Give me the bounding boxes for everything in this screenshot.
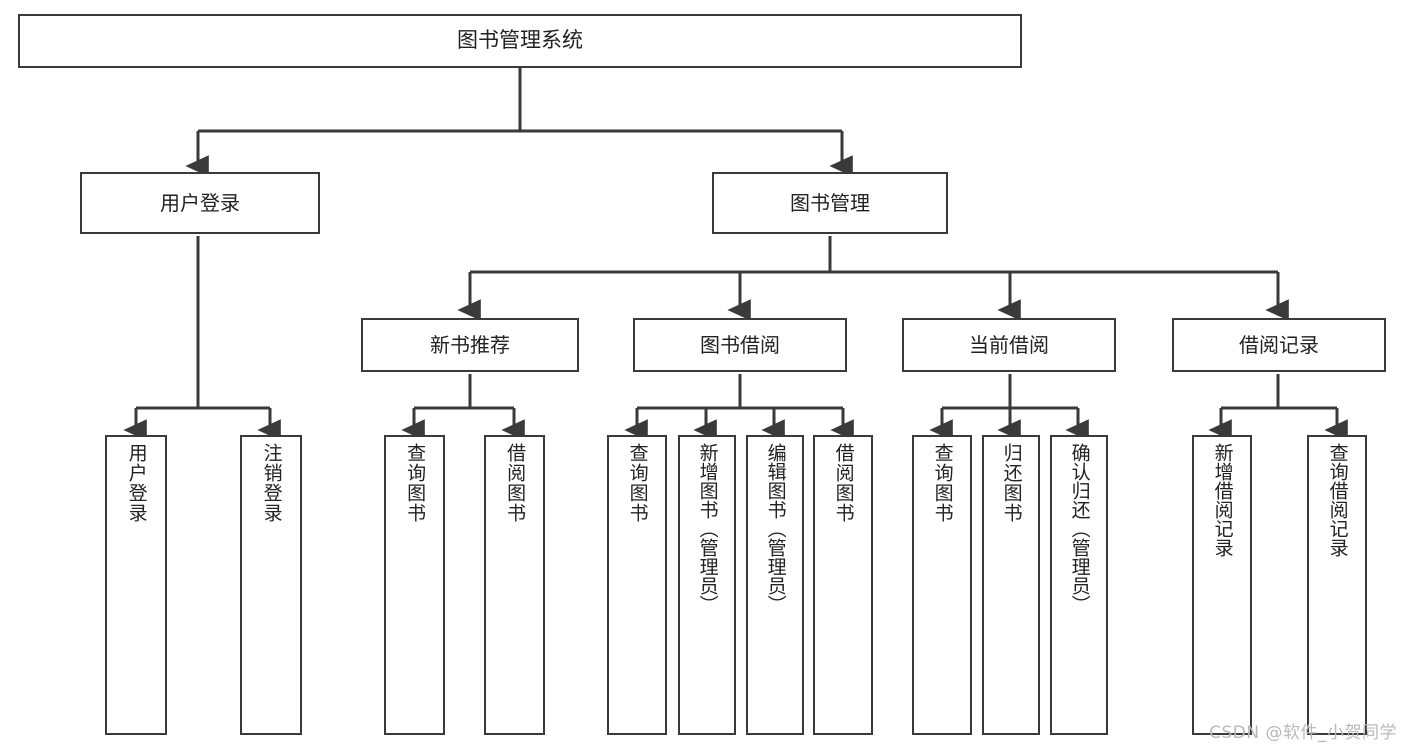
leaf-book-borrow-edit-book-admin[interactable]: 编辑图书（管理员） [746,435,804,735]
node-label: 借阅记录 [1239,332,1319,357]
watermark-text: CSDN @软件_小贺同学 [1209,723,1397,743]
node-label: 查询图书 [404,443,427,523]
node-root-book-management-system[interactable]: 图书管理系统 [18,14,1022,68]
node-label: 注销登录 [260,443,283,523]
node-label: 图书借阅 [700,332,780,357]
leaf-borrow-record-add-record[interactable]: 新增借阅记录 [1192,435,1252,735]
node-new-book-recommendation[interactable]: 新书推荐 [361,318,579,372]
node-label: 新增图书（管理员） [696,443,719,614]
node-label: 确认归还（管理员） [1068,443,1091,614]
node-book-borrow[interactable]: 图书借阅 [633,318,847,372]
leaf-book-borrow-query-book[interactable]: 查询图书 [607,435,667,735]
node-borrow-record[interactable]: 借阅记录 [1172,318,1386,372]
node-current-borrow[interactable]: 当前借阅 [902,318,1116,372]
node-label: 借阅图书 [504,443,527,523]
node-label: 图书管理 [790,190,870,215]
node-user-login[interactable]: 用户登录 [80,172,320,234]
node-label: 编辑图书（管理员） [764,443,787,614]
node-label: 新书推荐 [430,332,510,357]
node-label: 新增借阅记录 [1211,443,1234,557]
node-label: 图书管理系统 [457,28,583,53]
leaf-current-borrow-confirm-return-admin[interactable]: 确认归还（管理员） [1050,435,1108,735]
node-label: 查询图书 [931,443,954,523]
node-label: 查询借阅记录 [1326,443,1349,557]
node-label: 借阅图书 [832,443,855,523]
node-label: 归还图书 [1000,443,1023,523]
leaf-book-borrow-borrow-book[interactable]: 借阅图书 [813,435,873,735]
node-label: 当前借阅 [969,332,1049,357]
leaf-book-borrow-add-book-admin[interactable]: 新增图书（管理员） [678,435,736,735]
leaf-user-login-login[interactable]: 用户登录 [105,435,167,735]
leaf-current-borrow-return-book[interactable]: 归还图书 [982,435,1040,735]
leaf-current-borrow-query-book[interactable]: 查询图书 [912,435,972,735]
leaf-user-login-logout[interactable]: 注销登录 [240,435,302,735]
node-label: 用户登录 [160,190,240,215]
node-book-management[interactable]: 图书管理 [712,172,948,234]
leaf-new-book-borrow-book[interactable]: 借阅图书 [484,435,545,735]
leaf-borrow-record-query-record[interactable]: 查询借阅记录 [1307,435,1367,735]
node-label: 用户登录 [125,443,148,523]
node-label: 查询图书 [626,443,649,523]
leaf-new-book-query-book[interactable]: 查询图书 [384,435,445,735]
